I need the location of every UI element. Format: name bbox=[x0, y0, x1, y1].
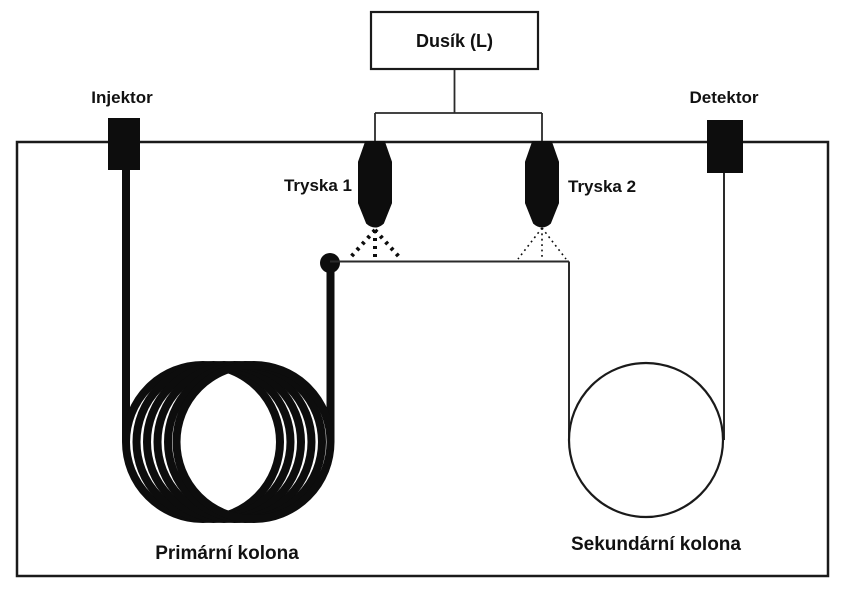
detector-label: Detektor bbox=[690, 88, 759, 107]
secondary-column-label: Sekundární kolona bbox=[571, 534, 741, 555]
nozzle2-spray bbox=[517, 227, 567, 260]
nozzle2-label: Tryska 2 bbox=[568, 177, 636, 196]
primary-column-coil bbox=[122, 361, 335, 523]
primary-column-label: Primární kolona bbox=[155, 543, 299, 564]
nozzle1-body bbox=[358, 141, 392, 228]
nozzle2-body bbox=[525, 141, 559, 228]
oven-enclosure-box bbox=[15, 140, 830, 578]
injector-block bbox=[108, 118, 140, 170]
injector-label: Injektor bbox=[91, 88, 153, 107]
nozzle1-label: Tryska 1 bbox=[284, 176, 352, 195]
spray-ray bbox=[347, 228, 377, 261]
spray-ray bbox=[517, 227, 543, 260]
nitrogen-supply-label: Dusík (L) bbox=[416, 31, 493, 51]
coil-loop bbox=[172, 361, 335, 523]
spray-ray bbox=[373, 228, 403, 261]
nitrogen-supply-box bbox=[369, 10, 540, 71]
column-junction-dot bbox=[320, 253, 340, 273]
nozzle1-spray bbox=[347, 228, 403, 261]
spray-ray bbox=[541, 227, 567, 260]
secondary-column-loop bbox=[567, 361, 725, 519]
detector-block bbox=[707, 120, 743, 173]
